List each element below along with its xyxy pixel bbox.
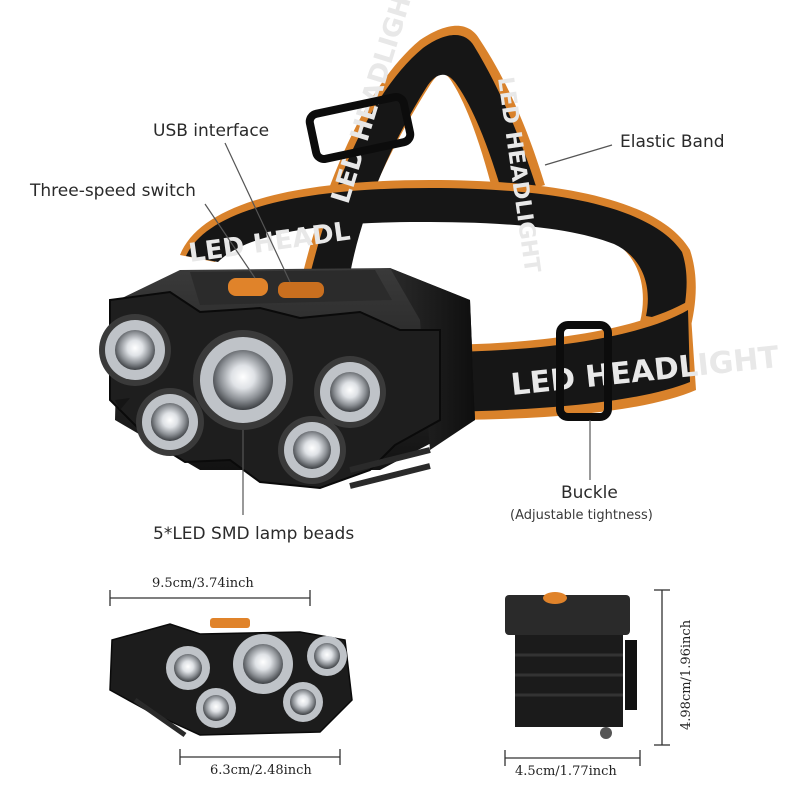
led-bead-bottom-left — [136, 388, 204, 456]
front-view-headlamp — [109, 618, 353, 738]
usb-port-cover — [278, 282, 324, 298]
led-bead-center — [193, 330, 293, 430]
top-strap-buckle — [305, 93, 415, 163]
callout-usb-interface: USB interface — [153, 121, 270, 141]
callout-buckle: Buckle — [561, 483, 618, 503]
led-bead-bottom-right — [278, 416, 346, 484]
side-view-headlamp — [505, 592, 637, 739]
dimension-lines — [109, 589, 670, 766]
dimension-width-top-label: 9.5cm/3.74inch — [152, 576, 254, 591]
callout-buckle-note: (Adjustable tightness) — [510, 508, 653, 523]
callout-lamp-beads: 5*LED SMD lamp beads — [153, 524, 355, 544]
callout-leader-lines — [204, 142, 613, 515]
led-lamp-beads — [99, 314, 386, 484]
three-speed-switch-button — [228, 278, 268, 296]
dimension-depth-label: 4.5cm/1.77inch — [515, 764, 617, 779]
dimension-height-label: 4.98cm/1.96inch — [679, 619, 694, 730]
band-buckle — [556, 321, 612, 421]
dimension-width-bottom-label: 6.3cm/2.48inch — [210, 763, 312, 778]
callout-elastic-band: Elastic Band — [620, 132, 725, 152]
callout-three-speed-switch: Three-speed switch — [30, 181, 196, 201]
led-bead-top-left — [99, 314, 171, 386]
led-bead-top-right — [314, 356, 386, 428]
